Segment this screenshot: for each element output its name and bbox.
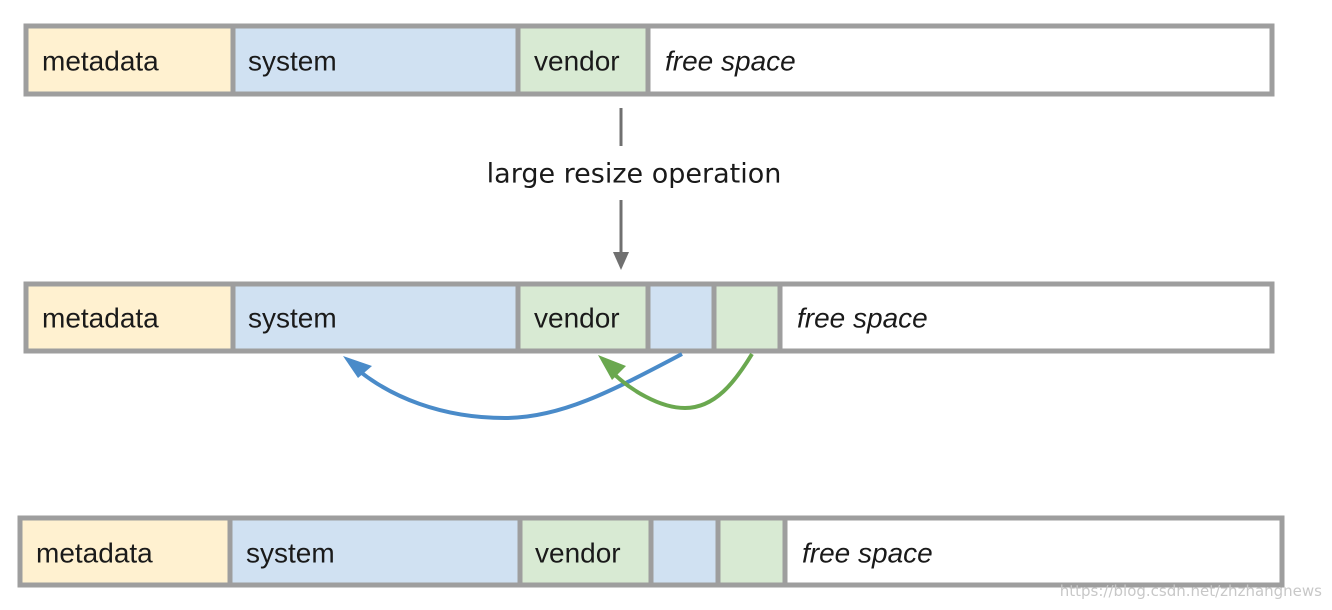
- segment-system: [227, 515, 523, 588]
- segment-vendor: [517, 515, 654, 588]
- system-arrowhead-icon: [343, 356, 372, 378]
- segment-vendor: [515, 23, 651, 97]
- partition-row-after: metadata system vendor free space: [17, 515, 1285, 588]
- operation-connector: large resize operation: [487, 108, 782, 270]
- segment-system-new: [645, 281, 717, 354]
- label-system: system: [248, 303, 337, 334]
- vendor-move-arrow: [610, 352, 754, 411]
- label-system: system: [246, 538, 335, 569]
- partition-row-during: metadata system vendor free space: [23, 281, 1275, 354]
- segment-free-space: [645, 23, 1275, 97]
- label-free-space: free space: [665, 46, 796, 77]
- segment-free-space: [782, 515, 1285, 588]
- label-system: system: [248, 46, 337, 77]
- segment-system-new: [648, 515, 721, 588]
- label-free-space: free space: [802, 538, 933, 569]
- label-metadata: metadata: [42, 46, 159, 77]
- label-vendor: vendor: [535, 538, 621, 569]
- vendor-arrowhead-icon: [598, 355, 626, 380]
- system-move-arrow: [356, 352, 683, 421]
- down-arrow-icon: [613, 252, 629, 270]
- segment-system: [230, 23, 521, 97]
- segment-vendor: [515, 281, 651, 354]
- segment-vendor-new: [711, 281, 783, 354]
- move-arrows: [343, 352, 754, 421]
- label-metadata: metadata: [42, 303, 159, 334]
- label-free-space: free space: [797, 303, 928, 334]
- segment-metadata: [23, 23, 236, 97]
- label-vendor: vendor: [534, 46, 620, 77]
- watermark: https://blog.csdn.net/zhzhangnews: [1060, 582, 1322, 600]
- operation-label: large resize operation: [487, 159, 782, 190]
- label-metadata: metadata: [36, 538, 153, 569]
- segment-free-space: [777, 281, 1275, 354]
- partition-row-before: metadata system vendor free space: [23, 23, 1275, 97]
- segment-system: [230, 281, 521, 354]
- label-vendor: vendor: [534, 303, 620, 334]
- segment-vendor-new: [715, 515, 788, 588]
